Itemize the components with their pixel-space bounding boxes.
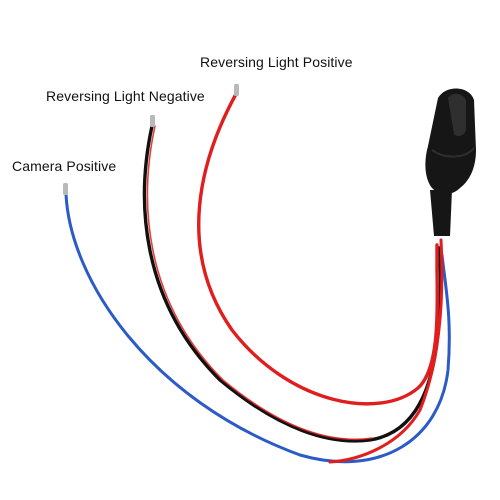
camera-positive-wire [64,192,451,464]
rca-connector-icon [425,88,476,236]
connector-red-lead [328,238,444,464]
reversing-light-positive-wire [197,92,440,406]
reversing-light-negative-wire-tip [150,115,155,127]
reversing-light-positive-label: Reversing Light Positive [200,54,353,70]
reversing-light-negative-label: Reversing Light Negative [46,88,205,104]
camera-positive-wire-tip [63,183,68,195]
reversing-light-negative-wire-stripe [146,125,373,441]
camera-positive-label: Camera Positive [12,158,117,174]
reversing-light-positive-wire-tip [234,84,239,96]
